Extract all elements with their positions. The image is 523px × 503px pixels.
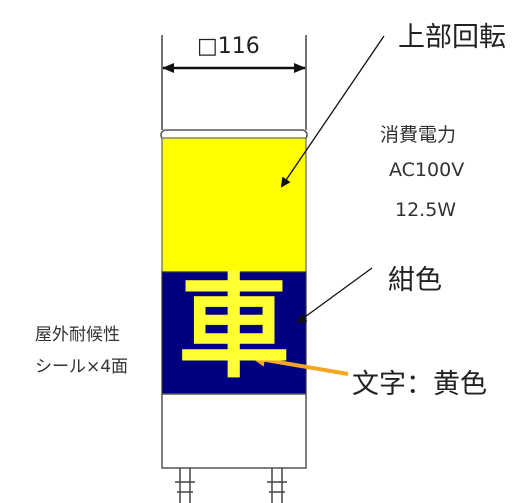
weather-seal-label-line1: 屋外耐候性 [35, 325, 120, 345]
white-base [161, 393, 307, 469]
vehicle-character: 車 [178, 263, 290, 393]
leader-navy [296, 267, 373, 324]
top-rotating-label: 上部回転 [398, 22, 506, 53]
voltage-label: AC100V [389, 159, 465, 181]
dimension-label: □116 [197, 34, 260, 59]
navy-label: 紺色 [388, 265, 442, 296]
leader-top-rotating [280, 35, 385, 188]
mounting-bolt-right [267, 468, 287, 503]
weather-seal-label-line2: シール×4面 [35, 357, 129, 377]
yellow-section [161, 137, 307, 273]
text-color-label: 文字：黄色 [352, 369, 487, 400]
arrow-text-color [251, 352, 349, 376]
power-title: 消費電力 [380, 124, 457, 146]
mounting-bolt-left [175, 468, 195, 503]
wattage-label: 12.5W [395, 199, 457, 221]
